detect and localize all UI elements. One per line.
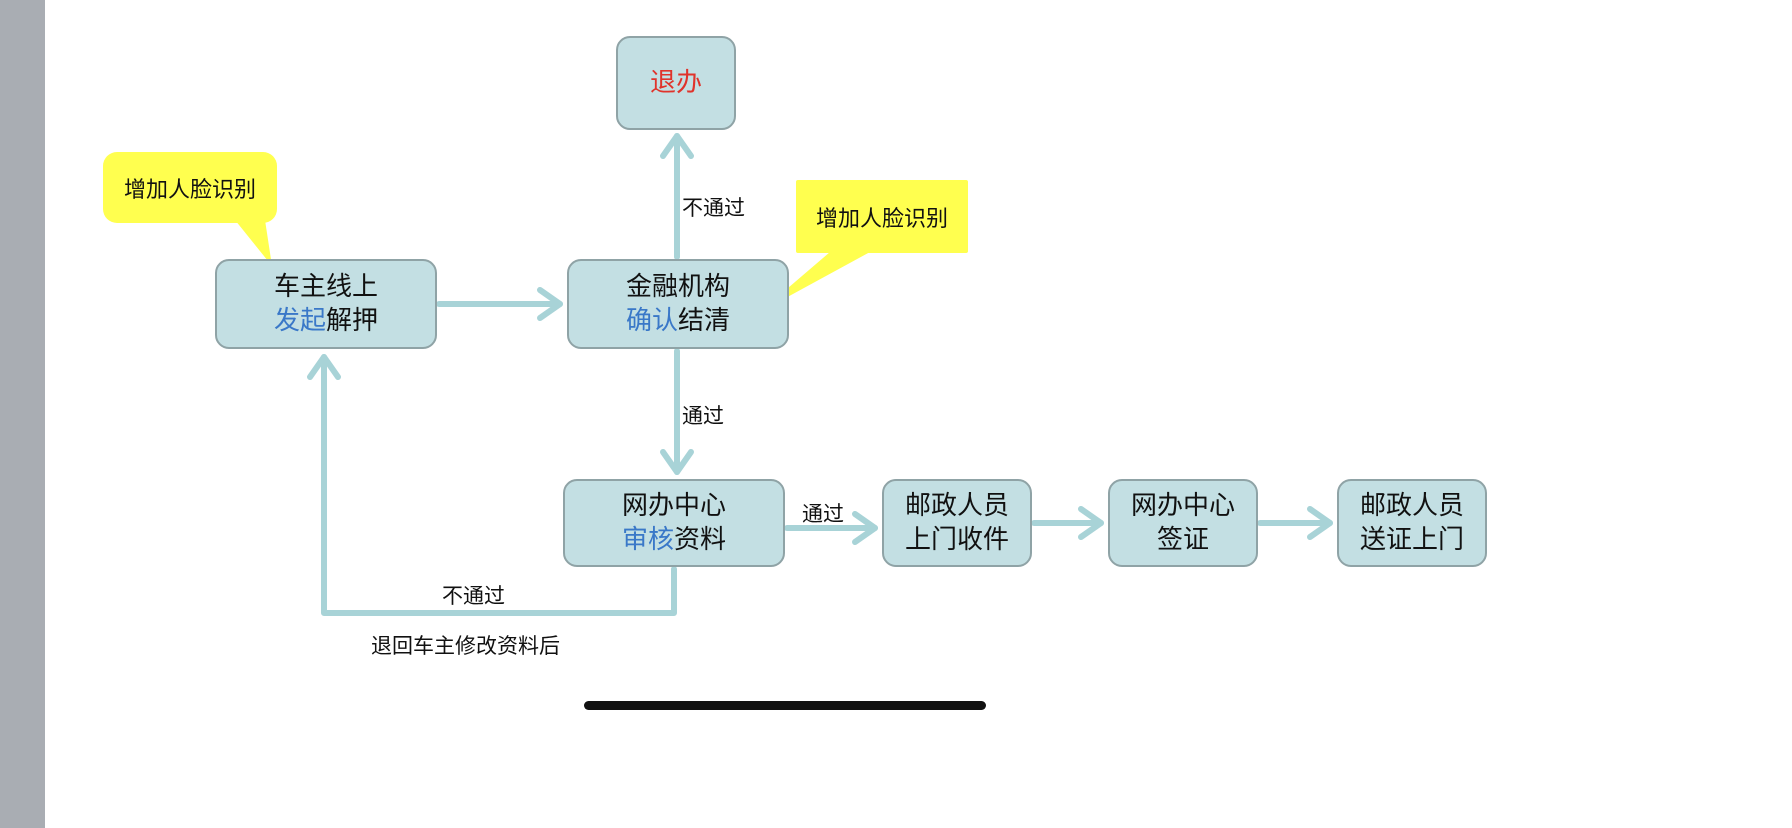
node-text: 退办	[649, 68, 702, 98]
label-return-note: 退回车主修改资料后	[371, 634, 560, 658]
node-line1: 网办中心	[621, 491, 726, 521]
callout-tail-left	[235, 220, 272, 266]
callout-face-recognition-right: 增加人脸识别	[796, 180, 968, 253]
node-line1: 车主线上	[273, 272, 378, 302]
node-line2: 解押	[326, 306, 379, 336]
callout-face-recognition-left: 增加人脸识别	[103, 152, 277, 223]
sidebar-strip	[0, 0, 45, 828]
node-visa: 网办中心 签证	[1108, 479, 1258, 567]
node-postal-deliver: 邮政人员 送证上门	[1337, 479, 1487, 567]
node-highlight: 审核	[621, 525, 674, 555]
callout-text: 增加人脸识别	[123, 177, 256, 203]
label-bank-pass: 通过	[682, 404, 724, 428]
node-line1: 金融机构	[625, 272, 730, 302]
node-review: 网办中心 审核资料	[563, 479, 785, 567]
arrow-review-to-pickup	[784, 511, 878, 545]
node-line2: 上门收件	[904, 525, 1009, 555]
label-review-fail: 不通过	[442, 584, 505, 608]
arrow-visa-to-deliver	[1257, 506, 1333, 540]
node-line2: 送证上门	[1359, 525, 1464, 555]
arrow-bank-to-review	[660, 348, 694, 475]
node-line2: 资料	[674, 525, 727, 555]
label-bank-fail: 不通过	[682, 196, 745, 220]
node-line1: 邮政人员	[1359, 491, 1464, 521]
arrow-review-back-to-owner	[307, 354, 677, 616]
arrow-owner-to-bank	[436, 287, 563, 321]
node-owner-initiate: 车主线上 发起解押	[215, 259, 437, 349]
callout-text: 增加人脸识别	[815, 206, 948, 232]
arrow-bank-to-cancel	[660, 133, 694, 260]
node-line1: 邮政人员	[904, 491, 1009, 521]
label-review-pass: 通过	[802, 502, 844, 526]
node-bank-confirm: 金融机构 确认结清	[567, 259, 789, 349]
node-cancel: 退办	[616, 36, 736, 130]
node-postal-pickup: 邮政人员 上门收件	[882, 479, 1032, 567]
home-indicator[interactable]	[584, 701, 986, 710]
node-line2: 签证	[1156, 525, 1209, 555]
node-highlight: 确认	[625, 306, 678, 336]
arrow-pickup-to-visa	[1031, 506, 1104, 540]
node-line1: 网办中心	[1130, 491, 1235, 521]
node-line2: 结清	[678, 306, 731, 336]
node-highlight: 发起	[273, 306, 326, 336]
